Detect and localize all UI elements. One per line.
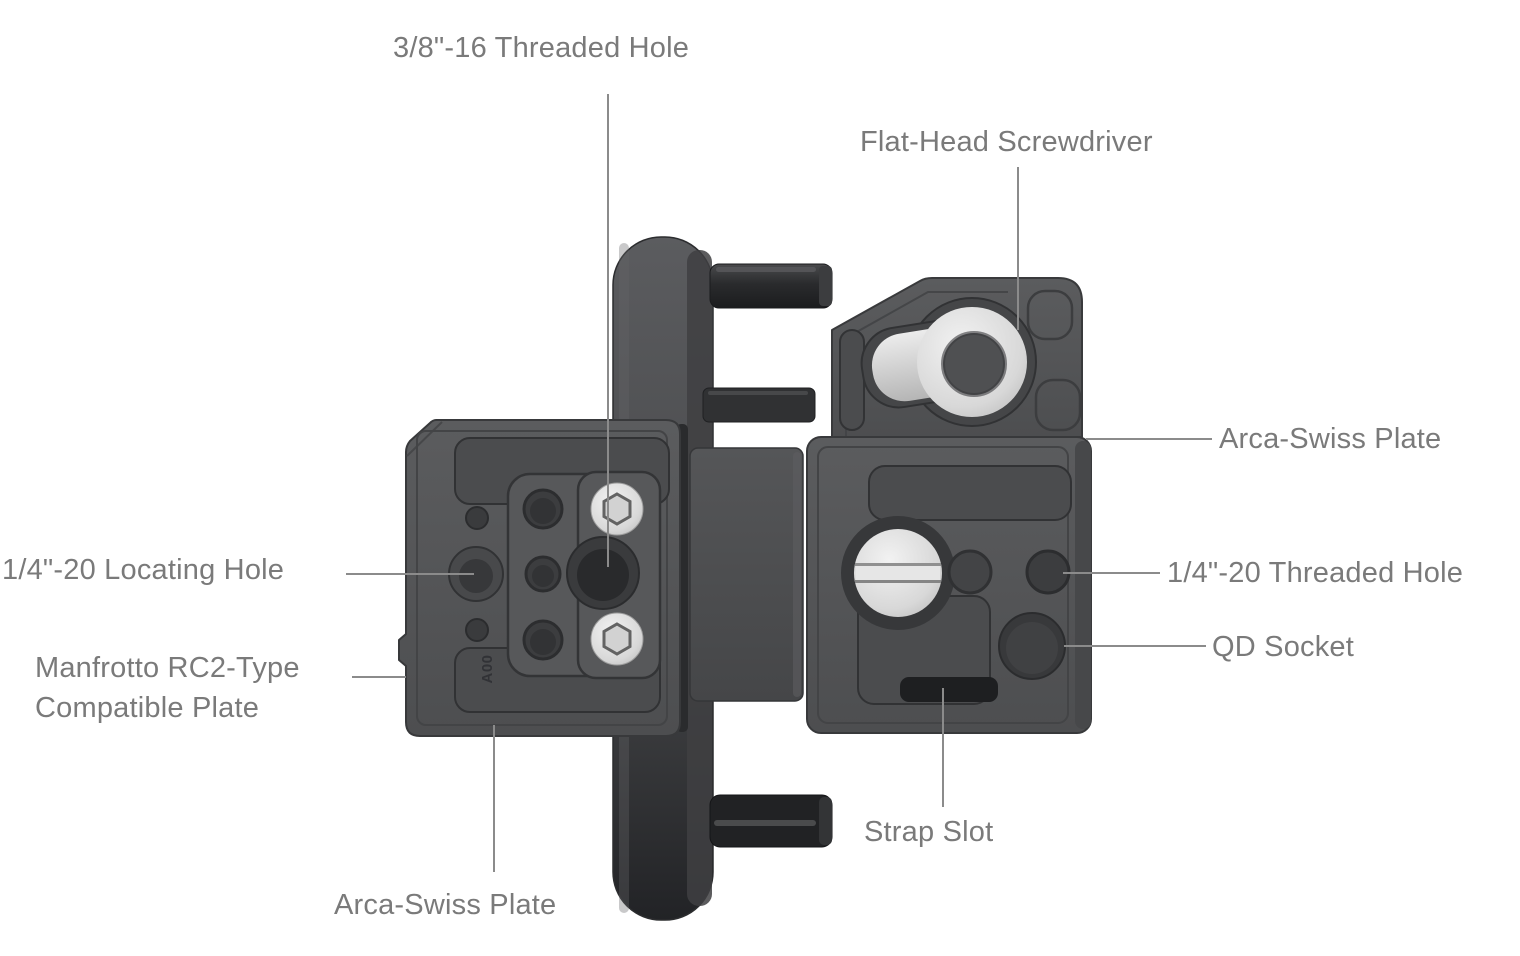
arca-swiss-plate-right (806, 436, 1092, 734)
label-14-20-threaded-hole: 1/4"-20 Threaded Hole (1167, 557, 1464, 589)
label-arca-swiss-plate-bottom: Arca-Swiss Plate (334, 889, 557, 921)
three-eighth-threaded-hole (566, 536, 640, 610)
locating-hole-right (947, 549, 993, 595)
label-strap-slot: Strap Slot (864, 816, 994, 848)
mid-rod (702, 387, 816, 423)
strap-slot-opening (900, 677, 998, 702)
quarter-20-threaded-hole (1025, 549, 1071, 595)
label-38-16-threaded-hole: 3/8"-16 Threaded Hole (393, 32, 690, 64)
label-arca-swiss-plate-right: Arca-Swiss Plate (1219, 423, 1442, 455)
hex-screw-top (590, 482, 644, 536)
plate-marking: A00 (479, 654, 496, 683)
label-manfrotto-line1: Manfrotto RC2-Type (35, 652, 300, 684)
label-flat-head-screwdriver: Flat-Head Screwdriver (860, 126, 1153, 158)
manfrotto-plate-left: A00 (398, 419, 688, 737)
thumbscrew (841, 516, 955, 630)
qd-socket-hole (998, 612, 1066, 680)
hex-screw-bottom (590, 612, 644, 666)
label-manfrotto-rc2-plate: Manfrotto RC2-Type Compatible Plate (35, 648, 300, 728)
screwdriver-plate (831, 277, 1083, 438)
label-qd-socket: QD Socket (1212, 631, 1355, 663)
center-connector (689, 447, 804, 702)
mounting-rods (702, 263, 833, 848)
label-14-20-locating-hole: 1/4"-20 Locating Hole (2, 554, 285, 586)
label-manfrotto-line2: Compatible Plate (35, 692, 260, 724)
flat-head-screwdriver-tool (871, 307, 1027, 417)
leader-lines (346, 94, 1212, 872)
